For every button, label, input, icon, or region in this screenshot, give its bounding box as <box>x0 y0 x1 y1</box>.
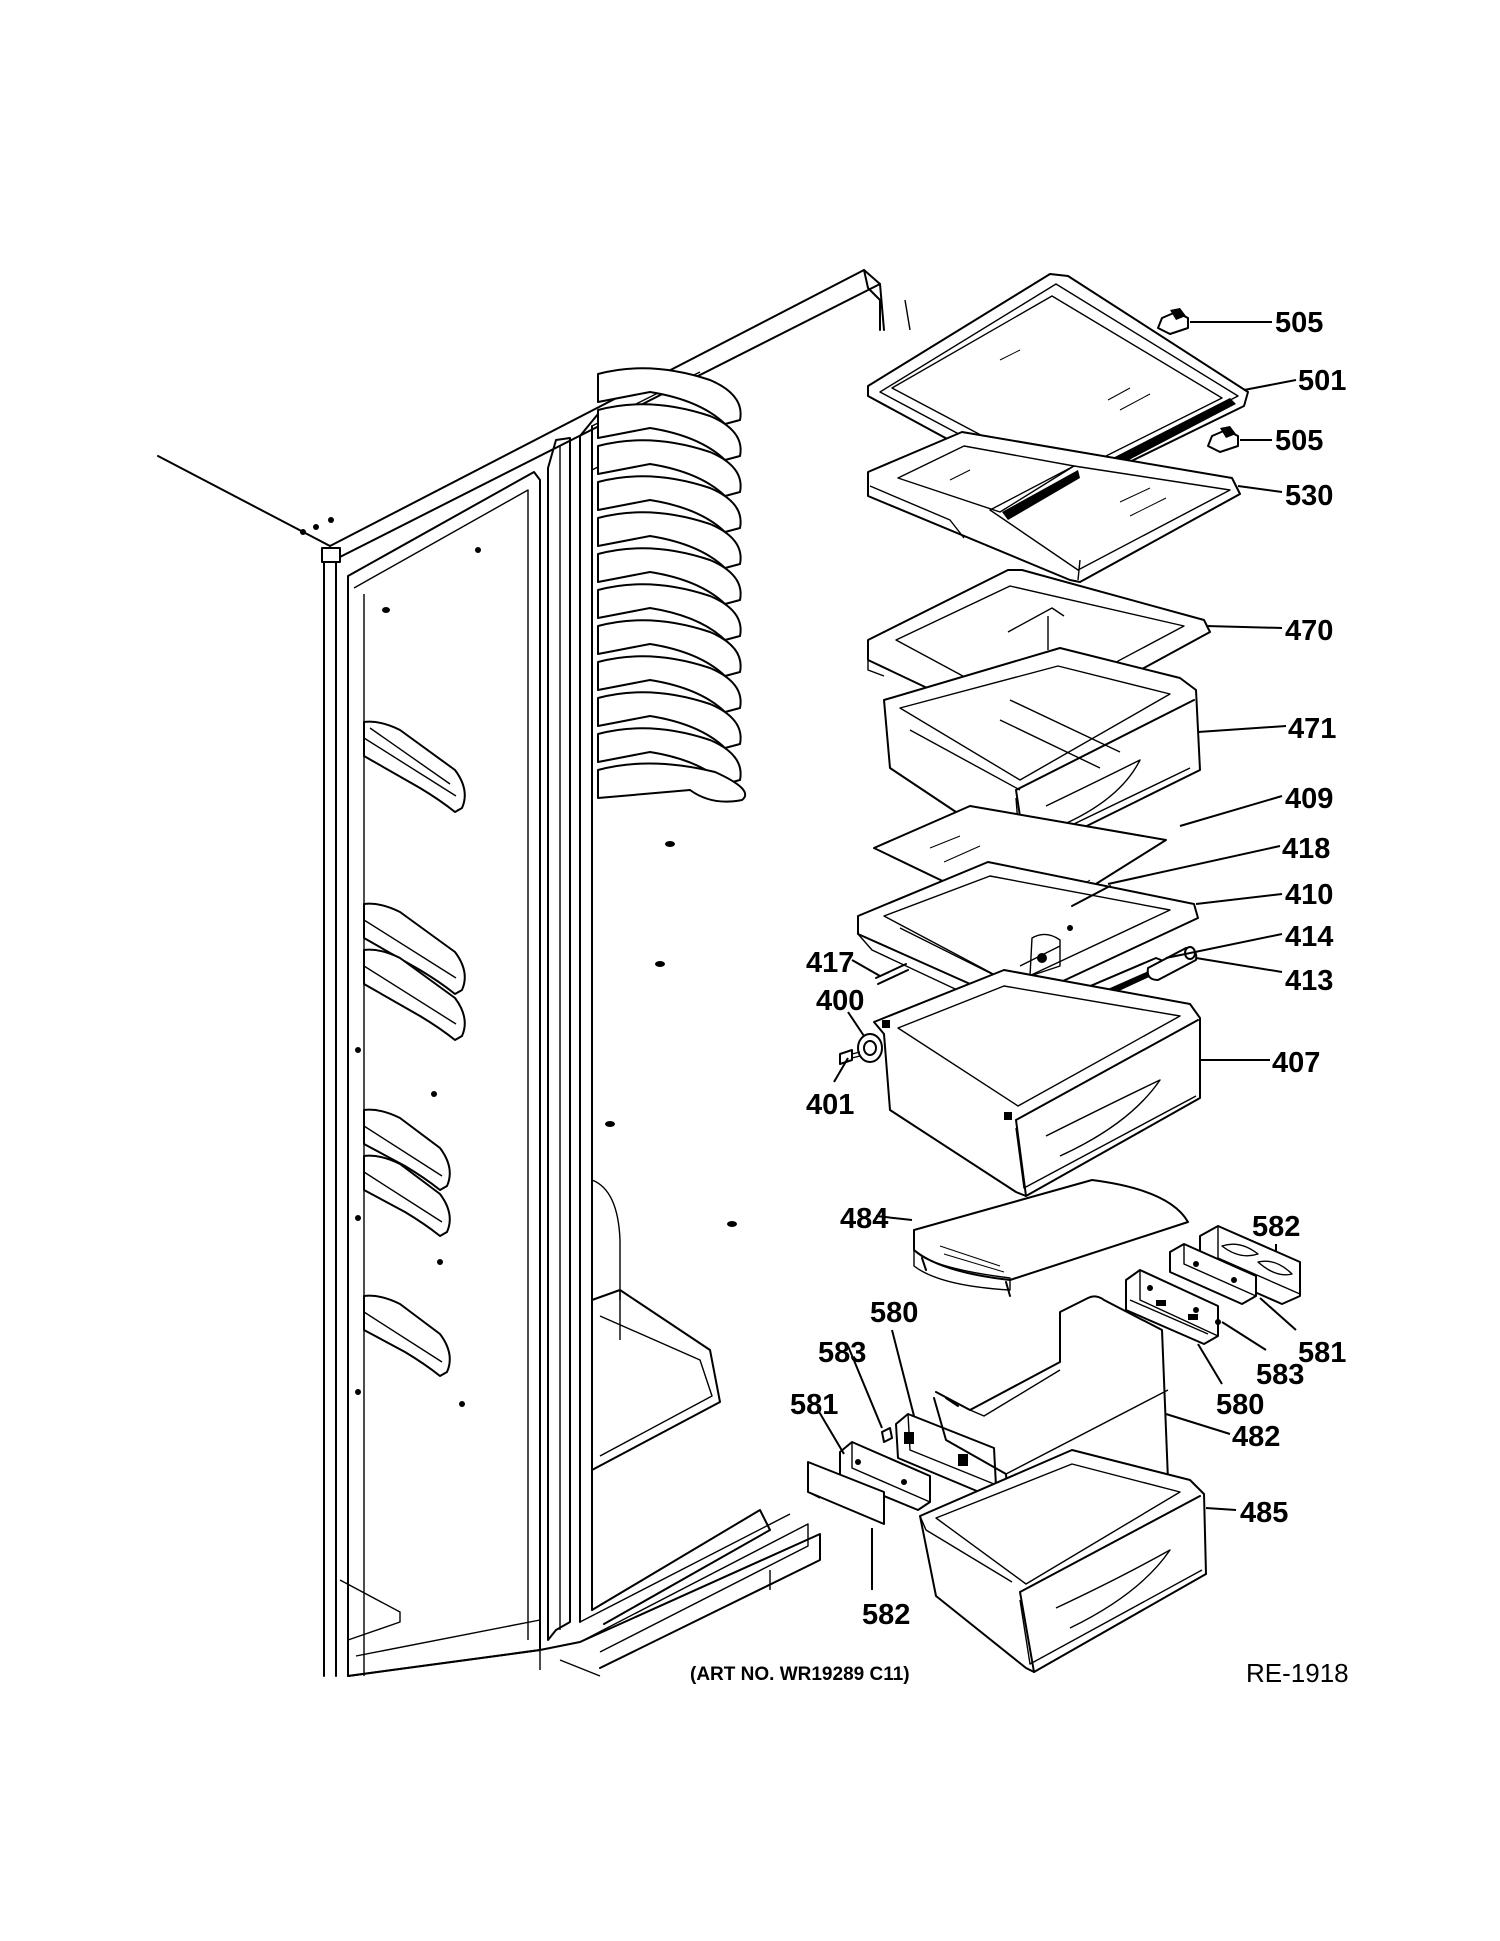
part-label-582[interactable]: 582 <box>1252 1211 1300 1243</box>
part-label-414[interactable]: 414 <box>1285 921 1333 953</box>
part-label-417[interactable]: 417 <box>806 947 854 979</box>
bracket-581a[interactable] <box>1169 1243 1257 1305</box>
bracket-580a[interactable] <box>895 1413 997 1495</box>
leader-lines <box>817 321 1297 1590</box>
glass-shelf-530[interactable] <box>867 431 1241 583</box>
bracket-580b[interactable] <box>1125 1269 1219 1345</box>
part-label-582[interactable]: 582 <box>862 1599 910 1631</box>
part-label-505[interactable]: 505 <box>1275 425 1323 457</box>
drawer-pan-471[interactable] <box>883 647 1201 857</box>
liner-slots <box>605 841 737 1227</box>
part-labels: 505 501 505 530 470 471 409 418 410 414 … <box>790 307 1346 1631</box>
drawer-pan-485[interactable] <box>919 1449 1207 1673</box>
screw-583b[interactable] <box>1215 1319 1221 1325</box>
shelf-clip-505b[interactable] <box>1207 426 1239 453</box>
roller-413[interactable] <box>1146 946 1198 981</box>
part-label-471[interactable]: 471 <box>1288 713 1336 745</box>
part-label-530[interactable]: 530 <box>1285 480 1333 512</box>
part-label-580[interactable]: 580 <box>1216 1389 1264 1421</box>
part-label-501[interactable]: 501 <box>1298 365 1346 397</box>
liner-holes <box>355 547 481 1407</box>
drawer-pan-407[interactable] <box>873 969 1201 1197</box>
part-label-581[interactable]: 581 <box>790 1389 838 1421</box>
screw-401[interactable] <box>839 1049 861 1065</box>
screw-583a[interactable] <box>881 1427 893 1443</box>
part-label-418[interactable]: 418 <box>1282 833 1330 865</box>
part-label-482[interactable]: 482 <box>1232 1421 1280 1453</box>
drawer-cover-484[interactable] <box>913 1179 1189 1297</box>
refrigerator-cabinet <box>157 269 911 1677</box>
part-label-407[interactable]: 407 <box>1272 1047 1320 1079</box>
part-label-581[interactable]: 581 <box>1298 1337 1346 1369</box>
part-label-505[interactable]: 505 <box>1275 307 1323 339</box>
part-label-580[interactable]: 580 <box>870 1297 918 1329</box>
part-label-484[interactable]: 484 <box>840 1203 888 1235</box>
shelf-clip-505a[interactable] <box>1157 308 1189 335</box>
part-label-400[interactable]: 400 <box>816 985 864 1017</box>
shelf-rail-group <box>597 367 747 803</box>
bracket-cover-582b[interactable] <box>807 1461 885 1525</box>
drawer-cover-frame-410[interactable] <box>857 861 1199 1021</box>
door-bin-group <box>363 720 466 1377</box>
part-label-485[interactable]: 485 <box>1240 1497 1288 1529</box>
reference-code: RE-1918 <box>1246 1658 1349 1688</box>
part-label-470[interactable]: 470 <box>1285 615 1333 647</box>
wheel-400[interactable] <box>857 1033 883 1063</box>
art-number-caption: (ART NO. WR19289 C11) <box>690 1664 910 1685</box>
part-label-409[interactable]: 409 <box>1285 783 1333 815</box>
rod-418[interactable] <box>1071 885 1111 907</box>
part-label-583[interactable]: 583 <box>818 1337 866 1369</box>
part-label-413[interactable]: 413 <box>1285 965 1333 997</box>
axle-417[interactable] <box>875 963 909 985</box>
part-label-583[interactable]: 583 <box>1256 1359 1304 1391</box>
part-label-410[interactable]: 410 <box>1285 879 1333 911</box>
part-label-401[interactable]: 401 <box>806 1089 854 1121</box>
